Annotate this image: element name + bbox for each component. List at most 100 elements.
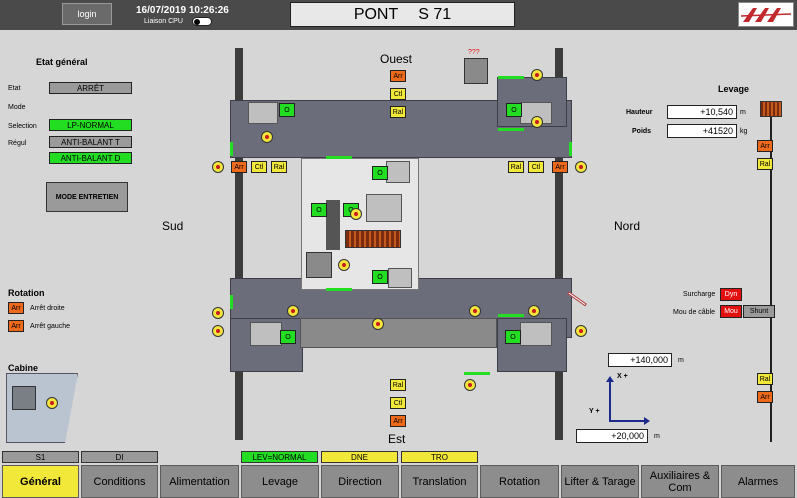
direction-ouest: Ouest [380, 52, 413, 66]
cabine-indicator [46, 397, 58, 409]
motor-status-o: O [505, 330, 521, 344]
tab-levage[interactable]: Levage [241, 465, 319, 498]
sensor-indicator [338, 259, 350, 271]
x-arrow-head [606, 376, 614, 382]
unknown-device [464, 58, 488, 84]
motor-trolley-bottom [388, 268, 412, 288]
motor-status-o: O [280, 330, 296, 344]
tab-general[interactable]: Général [2, 465, 79, 498]
sensor-indicator [528, 305, 540, 317]
levage-drum [760, 101, 782, 117]
etat-label: Etat [8, 85, 21, 92]
mode-entretien-button[interactable]: MODE ENTRETIEN [46, 182, 128, 212]
hauteur-unit: m [740, 109, 746, 116]
est-ctl: Ctl [390, 397, 406, 409]
ouest-ral: Ral [390, 106, 406, 118]
sensor-indicator [531, 69, 543, 81]
x-axis-label: X + [617, 373, 628, 380]
status-tro: TRO [401, 451, 478, 463]
est-arr: Arr [390, 415, 406, 427]
datetime: 16/07/2019 10:26:26 [136, 5, 229, 16]
motor-trolley-top [386, 161, 410, 183]
etat-value: ARRÊT [49, 82, 132, 94]
poids-value: +41520 [667, 124, 737, 138]
levage-title: Levage [718, 84, 750, 94]
tab-rotation[interactable]: Rotation [480, 465, 559, 498]
ouest-arr: Arr [390, 70, 406, 82]
x-position-value: +140,000 [608, 353, 672, 367]
surcharge-dyn: Dyn [720, 288, 742, 301]
limit-bar [464, 372, 490, 375]
nord-arr: Arr [552, 161, 568, 173]
y-axis-label: Y + [589, 408, 600, 415]
regul-label: Régul [8, 140, 27, 147]
login-button[interactable]: login [62, 3, 112, 25]
limit-bar [326, 288, 352, 291]
tab-alarmes[interactable]: Alarmes [721, 465, 795, 498]
nord-ral: Ral [508, 161, 524, 173]
direction-nord: Nord [614, 219, 641, 233]
tab-alimentation[interactable]: Alimentation [160, 465, 239, 498]
etat-general-title: Etat général [36, 57, 88, 67]
unknown-label: ??? [468, 49, 480, 56]
sud-arr: Arr [231, 161, 247, 173]
mode-label: Mode [8, 104, 26, 111]
shunt-button[interactable]: Shunt [743, 305, 775, 318]
title-right: S 71 [418, 5, 452, 23]
motor-est-nord [520, 322, 552, 346]
status-dne: DNE [321, 451, 398, 463]
cpu-link-label: Liaison CPU [144, 18, 183, 25]
tab-translation[interactable]: Translation [401, 465, 478, 498]
tab-lifter-tarage[interactable]: Lifter & Tarage [561, 465, 639, 498]
gearbox [326, 200, 340, 250]
status-lev-normal: LEV=NORMAL [241, 451, 318, 463]
y-position-unit: m [654, 433, 660, 440]
sensor-indicator [464, 379, 476, 391]
est-ral: Ral [390, 379, 406, 391]
sensor-indicator [575, 325, 587, 337]
sensor-indicator [531, 116, 543, 128]
limit-bar [230, 295, 233, 309]
hook-block [306, 252, 332, 278]
rotation-gauche-label: Arrêt gauche [30, 323, 71, 330]
surcharge-label: Surcharge [683, 291, 716, 298]
y-axis-arrow [609, 420, 645, 422]
cabine-title: Cabine [8, 363, 39, 373]
ouest-ctl: Ctl [390, 88, 406, 100]
tab-conditions[interactable]: Conditions [81, 465, 158, 498]
cpu-link-toggle[interactable] [192, 17, 212, 26]
tab-auxiliaires-com[interactable]: Auxiliaires & Com [641, 465, 719, 498]
motor-status-o: O [311, 203, 327, 217]
limit-bar [498, 128, 524, 131]
motor-status-o: O [506, 103, 522, 117]
regul-value-1: ANTI-BALANT T [49, 136, 132, 148]
motor-status-o: O [372, 270, 388, 284]
title-left: PONT [353, 5, 399, 23]
sensor-indicator [350, 208, 362, 220]
motor-hoist [366, 194, 402, 222]
sensor-indicator [575, 161, 587, 173]
motor-est-sud [250, 322, 282, 346]
cabin-track [300, 318, 497, 348]
hauteur-label: Hauteur [626, 109, 653, 116]
mou-cable-mou: Mou [720, 305, 742, 318]
rail-nord [555, 48, 563, 440]
tab-direction[interactable]: Direction [321, 465, 399, 498]
direction-est: Est [388, 432, 406, 446]
regul-value-2: ANTI-BALANT D [49, 152, 132, 164]
levage-arr-top: Arr [757, 140, 773, 152]
y-arrow-head [644, 417, 650, 425]
sensor-indicator [212, 325, 224, 337]
sensor-indicator [261, 131, 273, 143]
sud-ctl: Ctl [251, 161, 267, 173]
status-di: DI [81, 451, 158, 463]
x-axis-arrow [609, 380, 611, 422]
sensor-indicator [372, 318, 384, 330]
cabine-seat [12, 386, 36, 410]
limit-bar [326, 156, 352, 159]
mou-cable-label: Mou de câble [673, 309, 716, 316]
poids-label: Poids [632, 128, 652, 135]
status-s1: S1 [2, 451, 79, 463]
motor-status-o: O [372, 166, 388, 180]
limit-bar [498, 314, 524, 317]
